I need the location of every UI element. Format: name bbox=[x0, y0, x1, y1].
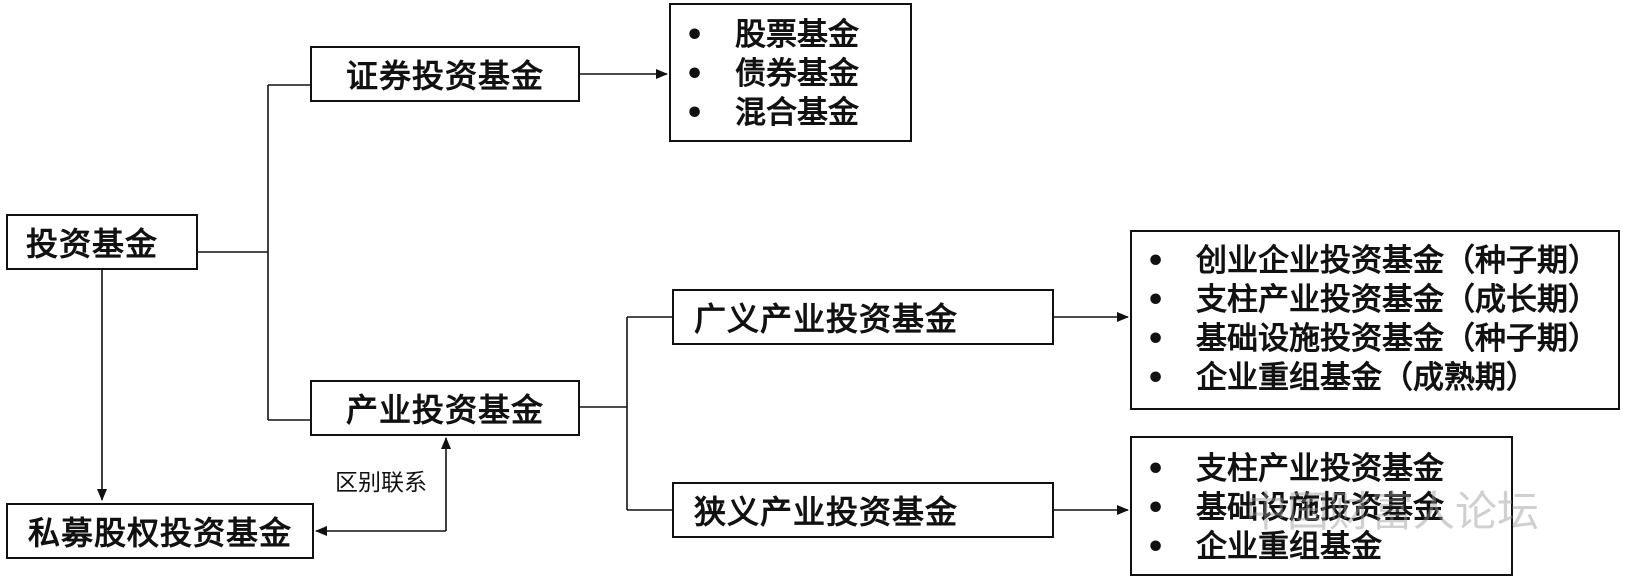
node-private-equity: 私募股权投资基金 bbox=[6, 503, 314, 559]
bullet-dot-icon: • bbox=[1146, 491, 1166, 526]
list-item-label: 企业重组基金（成熟期） bbox=[1196, 360, 1537, 396]
node-root-label: 投资基金 bbox=[26, 225, 159, 263]
bullet-dot-icon: • bbox=[1146, 452, 1166, 487]
bullet-dot-icon: • bbox=[1146, 361, 1166, 396]
node-broad-industry-label: 广义产业投资基金 bbox=[694, 300, 959, 338]
node-narrow-industry: 狭义产业投资基金 bbox=[672, 482, 1054, 538]
node-securities: 证券投资基金 bbox=[310, 46, 580, 102]
list-item: • 支柱产业投资基金（成长期） bbox=[1132, 281, 1618, 320]
list-item: • 债券基金 bbox=[671, 55, 910, 94]
list-item: • 创业企业投资基金（种子期） bbox=[1132, 242, 1618, 281]
bullet-dot-icon: • bbox=[685, 57, 705, 92]
narrow-types-list: • 支柱产业投资基金 • 基础设施投资基金 • 企业重组基金 bbox=[1130, 436, 1513, 576]
node-industry: 产业投资基金 bbox=[310, 380, 580, 436]
list-item: • 企业重组基金 bbox=[1132, 528, 1511, 567]
securities-types-list: • 股票基金 • 债券基金 • 混合基金 bbox=[669, 3, 912, 142]
list-item: • 企业重组基金（成熟期） bbox=[1132, 359, 1618, 398]
list-item: • 股票基金 bbox=[671, 16, 910, 55]
list-item-label: 债券基金 bbox=[735, 56, 859, 92]
node-root: 投资基金 bbox=[6, 214, 198, 270]
list-item: • 基础设施投资基金 bbox=[1132, 489, 1511, 528]
bullet-dot-icon: • bbox=[685, 18, 705, 53]
node-securities-label: 证券投资基金 bbox=[345, 57, 544, 95]
list-item: • 混合基金 bbox=[671, 94, 910, 133]
bullet-dot-icon: • bbox=[1146, 530, 1166, 565]
bullet-dot-icon: • bbox=[1146, 283, 1166, 318]
list-item-label: 支柱产业投资基金（成长期） bbox=[1196, 282, 1599, 318]
list-item-label: 股票基金 bbox=[735, 17, 859, 53]
broad-types-list: • 创业企业投资基金（种子期） • 支柱产业投资基金（成长期） • 基础设施投资基金（… bbox=[1130, 230, 1620, 410]
list-item-label: 支柱产业投资基金 bbox=[1196, 451, 1444, 487]
list-item: • 基础设施投资基金（种子期） bbox=[1132, 320, 1618, 359]
bullet-dot-icon: • bbox=[1146, 244, 1166, 279]
node-industry-label: 产业投资基金 bbox=[345, 391, 544, 429]
bullet-dot-icon: • bbox=[1146, 322, 1166, 357]
node-narrow-industry-label: 狭义产业投资基金 bbox=[694, 493, 959, 531]
list-item-label: 创业企业投资基金（种子期） bbox=[1196, 243, 1599, 279]
relation-label: 区别联系 bbox=[335, 470, 427, 496]
list-item-label: 基础设施投资基金 bbox=[1196, 490, 1444, 526]
node-broad-industry: 广义产业投资基金 bbox=[672, 289, 1054, 345]
list-item-label: 企业重组基金 bbox=[1196, 529, 1382, 565]
bullet-dot-icon: • bbox=[685, 96, 705, 131]
list-item-label: 混合基金 bbox=[735, 95, 859, 131]
list-item-label: 基础设施投资基金（种子期） bbox=[1196, 321, 1599, 357]
node-private-equity-label: 私募股权投资基金 bbox=[27, 514, 292, 552]
list-item: • 支柱产业投资基金 bbox=[1132, 450, 1511, 489]
